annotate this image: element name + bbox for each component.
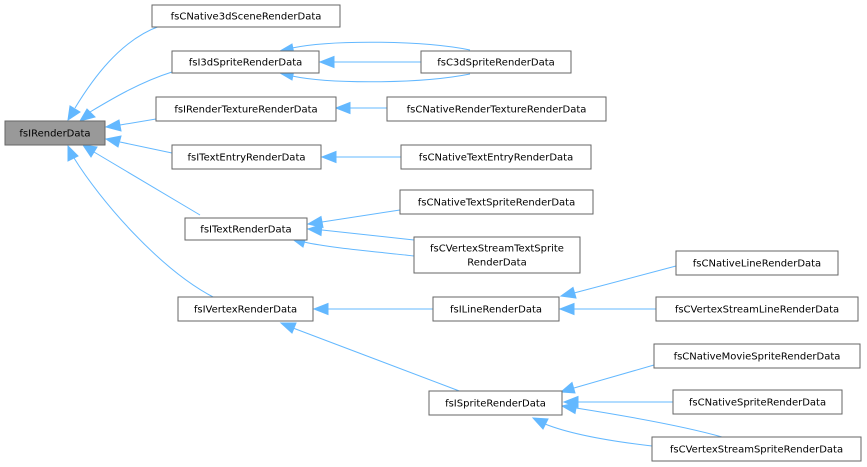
edge-vsline-to-line bbox=[558, 302, 656, 316]
node-label: fsCVertexStreamSpriteRenderData bbox=[670, 445, 843, 456]
node-label: fsCNativeTextSpriteRenderData bbox=[418, 198, 575, 209]
node-fsCVertexStreamSpriteRenderData[interactable]: fsCVertexStreamSpriteRenderData bbox=[651, 436, 862, 462]
edge-3dsprite-to-root bbox=[78, 71, 173, 122]
node-fsCNative3dSceneRenderData[interactable]: fsCNative3dSceneRenderData bbox=[151, 4, 341, 28]
node-fsIRenderData[interactable]: fsIRenderData bbox=[4, 120, 106, 146]
node-label: fsISpriteRenderData bbox=[445, 399, 546, 410]
node-fsCVertexStreamLineRenderData[interactable]: fsCVertexStreamLineRenderData bbox=[655, 296, 859, 322]
edge-ntentry-to-tentry bbox=[320, 150, 401, 164]
node-label-line-2: RenderData bbox=[467, 258, 526, 269]
node-fsITextEntryRenderData[interactable]: fsITextEntryRenderData bbox=[171, 144, 322, 170]
edge-nmovie-to-sprite bbox=[559, 364, 655, 394]
node-label: fsCNativeMovieSpriteRenderData bbox=[674, 352, 841, 363]
node-label: fsI3dSpriteRenderData bbox=[189, 58, 303, 69]
edge-native3dscene-to-root bbox=[67, 25, 161, 122]
edge-nrtex-to-rtex bbox=[334, 101, 387, 115]
node-label: fsIRenderTextureRenderData bbox=[174, 105, 317, 116]
edge-textentry-to-root bbox=[104, 135, 173, 154]
edge-vstext-to-text-bottom bbox=[289, 235, 415, 257]
node-label: fsCNativeRenderTextureRenderData bbox=[407, 105, 587, 116]
node-fsITextRenderData[interactable]: fsITextRenderData bbox=[184, 217, 308, 241]
edge-text-to-root bbox=[81, 144, 201, 216]
edge-vertex-to-root bbox=[67, 144, 216, 299]
node-fsI3dSpriteRenderData[interactable]: fsI3dSpriteRenderData bbox=[171, 50, 320, 74]
node-fsISpriteRenderData[interactable]: fsISpriteRenderData bbox=[428, 390, 563, 416]
edge-nline-to-line bbox=[559, 265, 677, 299]
edge-rendertexture-to-root bbox=[104, 118, 157, 132]
edge-ntsprite-to-text bbox=[306, 209, 401, 229]
edge-vssprite-to-sprite-bottom bbox=[531, 417, 653, 447]
node-fsCNativeLineRenderData[interactable]: fsCNativeLineRenderData bbox=[675, 250, 839, 276]
node-fsCVertexStreamTextSpriteRenderData[interactable]: fsCVertexStreamTextSprite RenderData bbox=[413, 236, 581, 274]
edges bbox=[67, 25, 723, 447]
node-label: fsCNativeTextEntryRenderData bbox=[419, 153, 573, 164]
node-fsIRenderTextureRenderData[interactable]: fsIRenderTextureRenderData bbox=[155, 96, 337, 122]
node-label: fsITextRenderData bbox=[200, 225, 291, 236]
edge-line-to-vertex bbox=[312, 302, 433, 316]
edge-c3dsprite-to-3dsprite-mid bbox=[318, 55, 421, 69]
nodes: fsIRenderData fsCNative3dSceneRenderData… bbox=[4, 4, 862, 462]
node-label: fsCVertexStreamLineRenderData bbox=[675, 305, 839, 316]
node-fsCNativeTextSpriteRenderData[interactable]: fsCNativeTextSpriteRenderData bbox=[399, 189, 594, 215]
edge-sprite-to-vertex bbox=[279, 322, 463, 393]
edge-vstext-to-text-top bbox=[306, 223, 415, 241]
node-fsC3dSpriteRenderData[interactable]: fsC3dSpriteRenderData bbox=[420, 50, 572, 74]
node-label: fsILineRenderData bbox=[450, 305, 542, 316]
node-fsIVertexRenderData[interactable]: fsIVertexRenderData bbox=[177, 296, 314, 322]
edge-nsprite-to-sprite bbox=[562, 395, 673, 409]
node-fsCNativeTextEntryRenderData[interactable]: fsCNativeTextEntryRenderData bbox=[400, 144, 592, 170]
node-label: fsITextEntryRenderData bbox=[188, 153, 306, 164]
node-label: fsCNative3dSceneRenderData bbox=[171, 12, 322, 23]
node-label-line-1: fsCVertexStreamTextSprite bbox=[430, 244, 564, 255]
edge-vssprite-to-sprite-top bbox=[560, 401, 723, 438]
node-fsILineRenderData[interactable]: fsILineRenderData bbox=[432, 296, 560, 322]
node-label: fsC3dSpriteRenderData bbox=[437, 58, 555, 69]
node-label: fsIRenderData bbox=[19, 129, 90, 140]
node-fsCNativeMovieSpriteRenderData[interactable]: fsCNativeMovieSpriteRenderData bbox=[653, 343, 861, 369]
node-label: fsCNativeSpriteRenderData bbox=[689, 398, 826, 409]
node-label: fsIVertexRenderData bbox=[194, 305, 297, 316]
node-label: fsCNativeLineRenderData bbox=[693, 259, 821, 270]
node-fsCNativeSpriteRenderData[interactable]: fsCNativeSpriteRenderData bbox=[672, 389, 843, 415]
node-fsCNativeRenderTextureRenderData[interactable]: fsCNativeRenderTextureRenderData bbox=[386, 96, 607, 122]
